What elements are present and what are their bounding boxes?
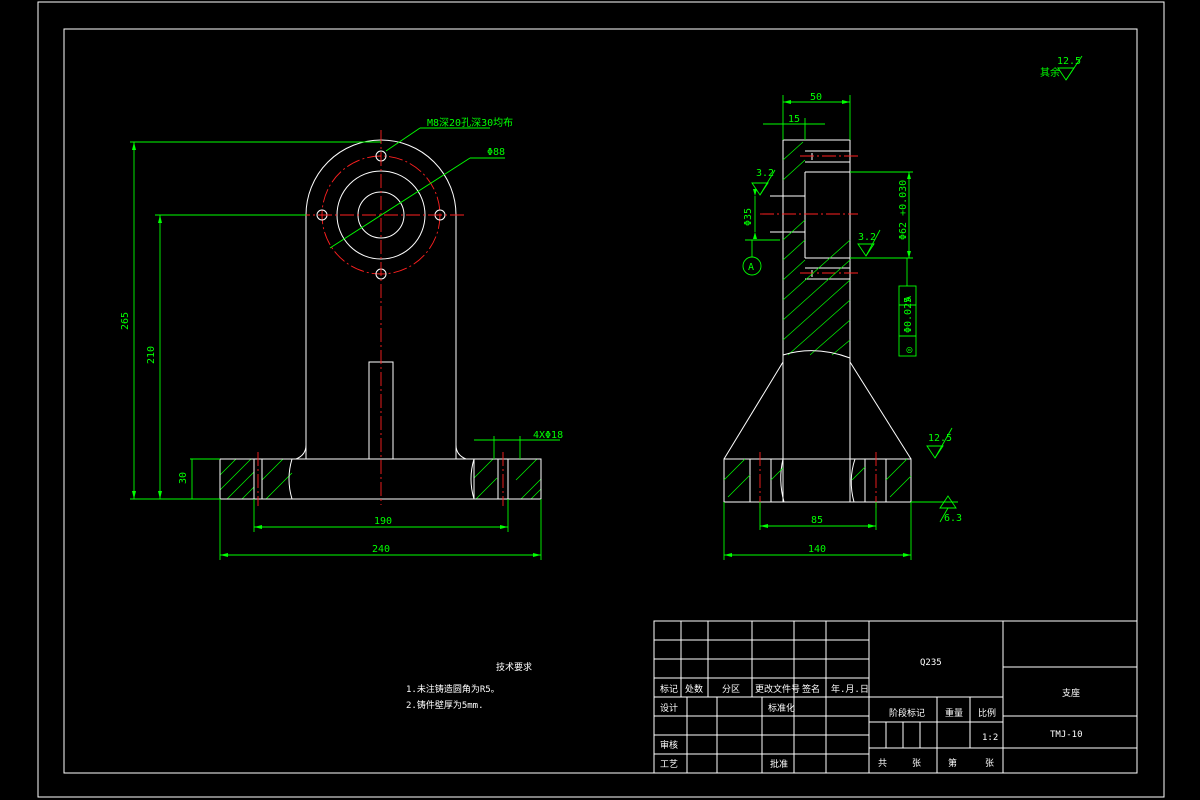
dim-190: 190 — [374, 516, 392, 527]
label-zhongliang: 重量 — [945, 707, 963, 719]
side-base-hatch — [723, 458, 912, 498]
drawing-number: TMJ-10 — [1050, 730, 1083, 740]
label-chushu: 处数 — [685, 683, 703, 695]
label-gengai: 更改文件号 — [755, 683, 800, 695]
label-jieduan: 阶段标记 — [889, 707, 925, 719]
dim-bore: Φ35 — [743, 208, 754, 226]
label-qianming: 签名 — [802, 683, 820, 695]
concentricity-icon: ◎ — [904, 347, 915, 353]
material-value: Q235 — [920, 658, 942, 668]
side-view: 50 15 Φ35 A 3.2 Φ62 +0.030 3.2 ◎ Φ0.025 — [723, 92, 962, 560]
label-gong: 共 — [878, 758, 887, 769]
side-hatch — [782, 141, 851, 356]
thread-note: M8深20孔深30均布 — [427, 117, 513, 129]
roughness-r1: 3.2 — [756, 168, 774, 179]
holes-note: 4XΦ18 — [533, 430, 563, 441]
label-shenhe: 审核 — [660, 739, 678, 751]
dim-210: 210 — [146, 346, 157, 364]
label-gongyi: 工艺 — [660, 759, 678, 770]
label-sheji: 设计 — [660, 702, 678, 714]
roughness-r2: 3.2 — [858, 232, 876, 243]
roughness-symbol-icon — [1057, 67, 1075, 81]
dim-140: 140 — [808, 544, 826, 555]
base-outline — [219, 458, 542, 500]
dim-240: 240 — [372, 544, 390, 555]
tech-title: 技术要求 — [496, 661, 532, 673]
label-nianyueri: 年.月.日 — [831, 683, 869, 695]
general-roughness-note: 其余 12.5 — [1040, 55, 1083, 81]
tolerance-datum: A — [903, 296, 914, 302]
title-block: 标记 处数 分区 更改文件号 签名 年.月.日 设计 标准化 审核 工艺 批准 … — [653, 620, 1138, 774]
dim-50: 50 — [810, 92, 822, 103]
outer-border — [37, 1, 1165, 798]
front-view: 265 210 30 M8深20孔深30均布 Φ88 4XΦ18 190 240 — [120, 117, 563, 560]
scale-value: 1:2 — [982, 733, 998, 743]
label-di: 第 — [948, 757, 957, 769]
dim-30: 30 — [178, 472, 189, 484]
tech-item-2: 2.铸件壁厚为5mm. — [406, 699, 484, 711]
roughness-r3: 12.5 — [928, 433, 952, 444]
label-zhang2: 张 — [985, 758, 994, 769]
dim-15: 15 — [788, 114, 800, 125]
dim-85: 85 — [811, 515, 823, 526]
datum-label: A — [748, 262, 754, 273]
base-hatch-left — [219, 458, 293, 500]
roughness-symbol-icon — [857, 243, 875, 257]
tech-item-1: 1.未注铸造圆角为R5。 — [406, 683, 500, 695]
tolerance-frame — [898, 285, 917, 357]
label-zhang: 张 — [912, 758, 921, 769]
part-name: 支座 — [1062, 687, 1080, 699]
roughness-symbol-icon — [926, 445, 944, 459]
dim-265: 265 — [120, 312, 131, 330]
label-pizhun: 批准 — [770, 758, 788, 770]
label-biaozhunhua: 标准化 — [768, 702, 795, 714]
roughness-value: 12.5 — [1057, 56, 1081, 67]
roughness-r4: 6.3 — [944, 513, 962, 524]
label-biaoji: 标记 — [660, 683, 678, 695]
roughness-prefix: 其余 — [1040, 66, 1060, 79]
base-hatch-right — [473, 458, 542, 500]
label-fenqu: 分区 — [722, 684, 740, 695]
dim-counterbore: Φ62 +0.030 — [898, 180, 909, 240]
side-base-outline — [723, 458, 912, 503]
label-bili: 比例 — [978, 707, 996, 719]
tech-requirements: 技术要求 1.未注铸造圆角为R5。 2.铸件壁厚为5mm. — [406, 661, 532, 711]
pcd-note: Φ88 — [487, 147, 505, 158]
tolerance-value: Φ0.025 — [903, 297, 914, 333]
inner-border — [63, 28, 1138, 774]
